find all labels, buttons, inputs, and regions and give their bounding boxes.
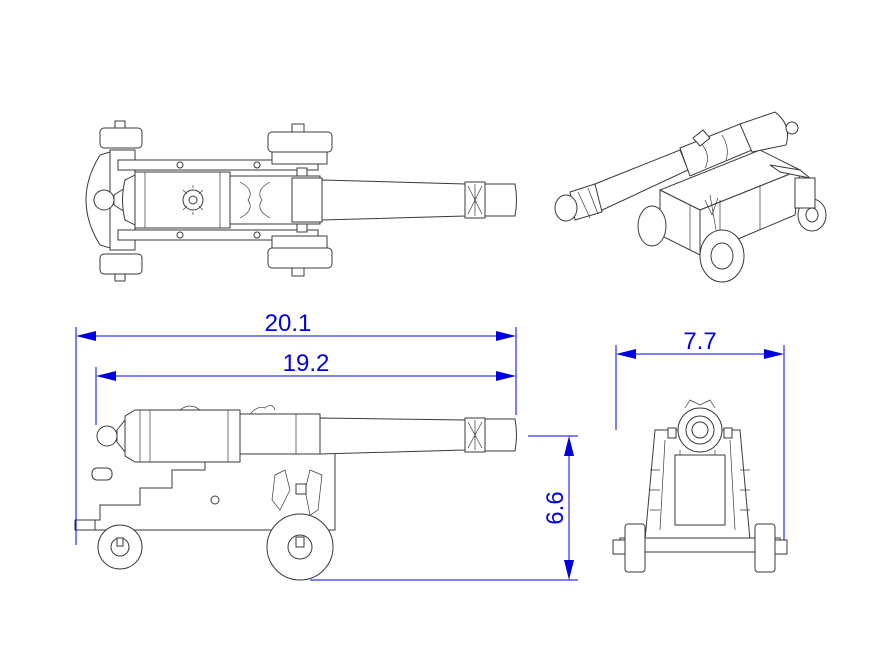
front-view xyxy=(612,399,788,573)
dimension-width: 7.7 xyxy=(615,328,785,540)
dimension-overall-length: 20.1 xyxy=(75,310,517,545)
isometric-view xyxy=(554,111,827,283)
side-view xyxy=(74,405,517,581)
dimension-width-7-7: 7.7 xyxy=(683,328,716,355)
dimension-barrel-length: 19.2 xyxy=(95,350,516,425)
dimension-height-6-6: 6.6 xyxy=(542,491,569,524)
dimension-height: 6.6 xyxy=(310,435,578,581)
dimension-length-20-1: 20.1 xyxy=(265,310,312,337)
top-view xyxy=(85,120,517,282)
dimension-length-19-2: 19.2 xyxy=(283,350,330,377)
